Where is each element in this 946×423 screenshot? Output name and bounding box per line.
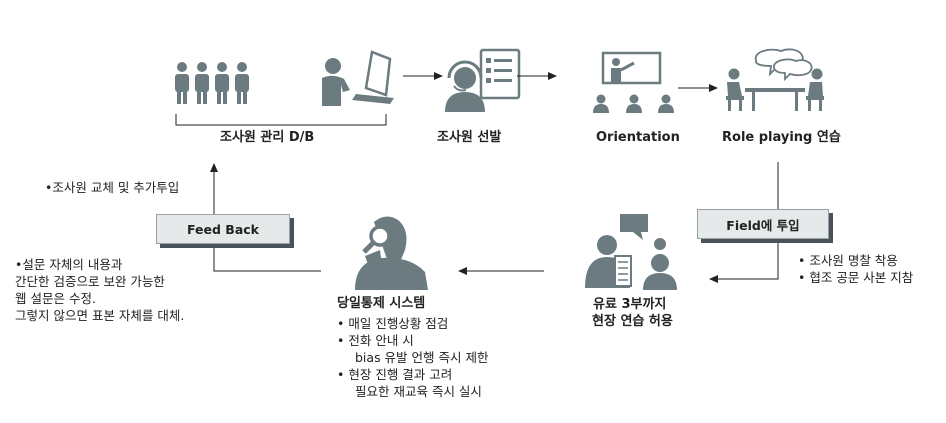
discussion-icon	[585, 214, 677, 290]
control-note-item: bias 유발 언행 즉시 제한	[355, 350, 489, 365]
magnifier-person-icon	[355, 216, 428, 290]
field-notes: • 조사원 명찰 착용 • 협조 공문 사본 지참	[798, 252, 913, 286]
connectors	[175, 72, 779, 283]
survey-note-item: 그렇지 않으면 표본 자체를 대체.	[15, 308, 185, 323]
presentation-icon	[593, 51, 674, 113]
feedback-box: Feed Back	[156, 214, 290, 244]
replace-note: •조사원 교체 및 추가투입	[45, 180, 180, 195]
node-label-roleplay: Role playing 연습	[722, 130, 841, 145]
node-label-select: 조사원 선발	[437, 130, 502, 145]
survey-note-item: 웹 설문은 수정.	[15, 291, 96, 306]
control-note-item: • 매일 진행상황 점검	[337, 316, 449, 331]
headset-checklist-icon	[445, 48, 521, 112]
people-group-icon	[175, 62, 249, 104]
control-note-item: • 전화 안내 시	[337, 333, 414, 348]
field-note-item: • 협조 공문 사본 지참	[798, 270, 914, 285]
node-label-orientation: Orientation	[596, 130, 680, 145]
control-notes: • 매일 진행상황 점검 • 전화 안내 시 bias 유발 언행 즉시 제한 …	[337, 315, 488, 400]
field-box: Field에 투입	[697, 209, 829, 239]
role-playing-icon	[726, 48, 824, 111]
control-note-item: 필요한 재교육 즉시 실시	[355, 384, 482, 399]
node-label-db: 조사원 관리 D/B	[220, 130, 315, 145]
node-label-practice-2: 현장 연습 허용	[592, 314, 673, 329]
control-note-item: • 현장 진행 결과 고려	[337, 367, 453, 382]
node-label-control: 당일통제 시스템	[337, 296, 426, 311]
survey-note-item: 간단한 검증으로 보완 가능한	[15, 274, 165, 289]
survey-notes: •설문 자체의 내용과 간단한 검증으로 보완 가능한 웹 설문은 수정. 그렇…	[15, 256, 184, 324]
field-note-item: • 조사원 명찰 착용	[798, 253, 898, 268]
node-label-practice-1: 유료 3부까지	[593, 297, 667, 312]
computer-worker-icon	[322, 50, 394, 106]
survey-note-item: •설문 자체의 내용과	[15, 257, 123, 272]
